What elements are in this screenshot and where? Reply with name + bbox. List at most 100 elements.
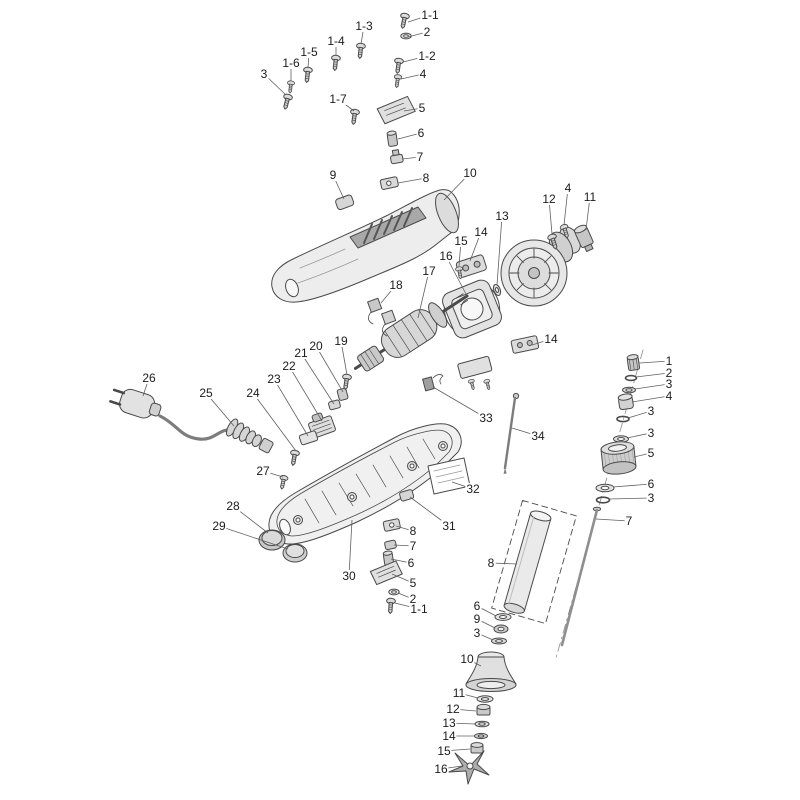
rating-label-plate bbox=[427, 457, 471, 495]
gear-shape bbox=[626, 354, 641, 372]
leader-line-23 bbox=[273, 378, 309, 437]
part-label-1-7: 1-7 bbox=[328, 92, 348, 106]
part-label-19: 19 bbox=[333, 334, 349, 348]
leader-line-2 bbox=[635, 372, 670, 378]
stator-shape bbox=[442, 279, 502, 339]
part-label-29: 29 bbox=[211, 519, 227, 533]
part-label-1-3: 1-3 bbox=[354, 19, 374, 33]
tube-outline-dashed bbox=[491, 500, 577, 624]
power-cord-shape bbox=[109, 388, 234, 441]
part-label-10: 10 bbox=[462, 166, 478, 180]
part-label-12: 12 bbox=[445, 702, 461, 716]
part-label-20: 20 bbox=[308, 339, 324, 353]
leader-line-13 bbox=[496, 215, 503, 286]
part-label-22: 22 bbox=[281, 359, 297, 373]
part-label-15: 15 bbox=[453, 234, 469, 248]
part-label-6: 6 bbox=[416, 126, 426, 140]
leader-line-33 bbox=[432, 386, 487, 419]
part-label-5: 5 bbox=[417, 101, 427, 115]
shaft-assembly-shape bbox=[448, 349, 644, 785]
part-label-3: 3 bbox=[259, 67, 269, 81]
part-label-2: 2 bbox=[408, 592, 418, 606]
part-label-1-4: 1-4 bbox=[326, 34, 346, 48]
bell-housing-shape bbox=[465, 651, 517, 692]
part-label-3: 3 bbox=[472, 626, 482, 640]
lower-small-parts bbox=[369, 518, 403, 586]
leader-line-30 bbox=[348, 519, 353, 577]
coupler-shape bbox=[617, 393, 634, 411]
part-label-32: 32 bbox=[465, 482, 481, 496]
part-label-25: 25 bbox=[198, 386, 214, 400]
part-label-18: 18 bbox=[388, 278, 404, 292]
coupling-nut-shape bbox=[600, 441, 637, 475]
nut-shape bbox=[476, 703, 491, 716]
part-label-16: 16 bbox=[433, 762, 449, 776]
leader-line-3 bbox=[634, 383, 670, 390]
leader-line-24 bbox=[252, 392, 297, 452]
leader-line-16 bbox=[445, 255, 467, 295]
upper-small-parts bbox=[376, 95, 416, 190]
part-label-9: 9 bbox=[472, 612, 482, 626]
part-label-1-2: 1-2 bbox=[417, 49, 437, 63]
part-label-4: 4 bbox=[664, 389, 674, 403]
part-label-6: 6 bbox=[472, 599, 482, 613]
part-label-1: 1 bbox=[664, 354, 674, 368]
part-label-12: 12 bbox=[541, 192, 557, 206]
switch-parts-shape bbox=[298, 387, 349, 446]
clip-shape bbox=[399, 489, 415, 502]
part-label-27: 27 bbox=[255, 464, 271, 478]
leader-line-4 bbox=[563, 187, 569, 226]
leader-line-7 bbox=[595, 518, 630, 522]
leader-line-21 bbox=[300, 352, 335, 405]
part-label-13: 13 bbox=[494, 209, 510, 223]
part-label-14: 14 bbox=[473, 225, 489, 239]
part-label-21: 21 bbox=[293, 346, 309, 360]
bracket-shape bbox=[510, 335, 540, 354]
part-label-28: 28 bbox=[225, 499, 241, 513]
part-label-4: 4 bbox=[418, 67, 428, 81]
shaft-tube-shape bbox=[503, 510, 552, 614]
part-label-8: 8 bbox=[486, 556, 496, 570]
part-label-34: 34 bbox=[530, 429, 546, 443]
part-label-11: 11 bbox=[451, 686, 467, 700]
washer-shape bbox=[476, 695, 494, 703]
ring-washer bbox=[622, 386, 636, 394]
brush-holder-bracket bbox=[455, 254, 487, 278]
bearing-shape bbox=[493, 624, 509, 634]
part-label-3: 3 bbox=[646, 404, 656, 418]
part-label-8: 8 bbox=[408, 524, 418, 538]
part-label-4: 4 bbox=[563, 181, 573, 195]
washer-shape bbox=[474, 720, 490, 728]
part-label-8: 8 bbox=[421, 171, 431, 185]
part-label-6: 6 bbox=[406, 556, 416, 570]
part-label-13: 13 bbox=[441, 716, 457, 730]
part-label-2: 2 bbox=[422, 25, 432, 39]
cord-guard-shape bbox=[225, 418, 274, 454]
part-label-31: 31 bbox=[441, 519, 457, 533]
part-label-30: 30 bbox=[341, 569, 357, 583]
part-label-23: 23 bbox=[266, 372, 282, 386]
leader-line-17 bbox=[417, 270, 430, 319]
leader-line-6 bbox=[612, 483, 652, 488]
ring-washer bbox=[491, 637, 507, 645]
part-label-16: 16 bbox=[438, 249, 454, 263]
leader-line-8 bbox=[397, 177, 427, 184]
washer-shape bbox=[474, 732, 488, 740]
part-label-11: 11 bbox=[582, 190, 598, 204]
lower-housing-shape bbox=[268, 423, 462, 545]
armature-shape bbox=[353, 293, 469, 372]
fan-assembly-shape bbox=[500, 224, 594, 307]
part-label-17: 17 bbox=[421, 264, 437, 278]
washer-shape bbox=[595, 483, 615, 493]
part-label-2: 2 bbox=[664, 366, 674, 380]
part-label-7: 7 bbox=[408, 539, 418, 553]
part-label-15: 15 bbox=[436, 744, 452, 758]
leader-line-3 bbox=[608, 497, 652, 500]
leader-line-4 bbox=[631, 395, 670, 403]
terminal-plate bbox=[457, 355, 493, 391]
leader-line-29 bbox=[218, 525, 289, 550]
part-label-5: 5 bbox=[646, 446, 656, 460]
part-label-1-6: 1-6 bbox=[281, 56, 301, 70]
